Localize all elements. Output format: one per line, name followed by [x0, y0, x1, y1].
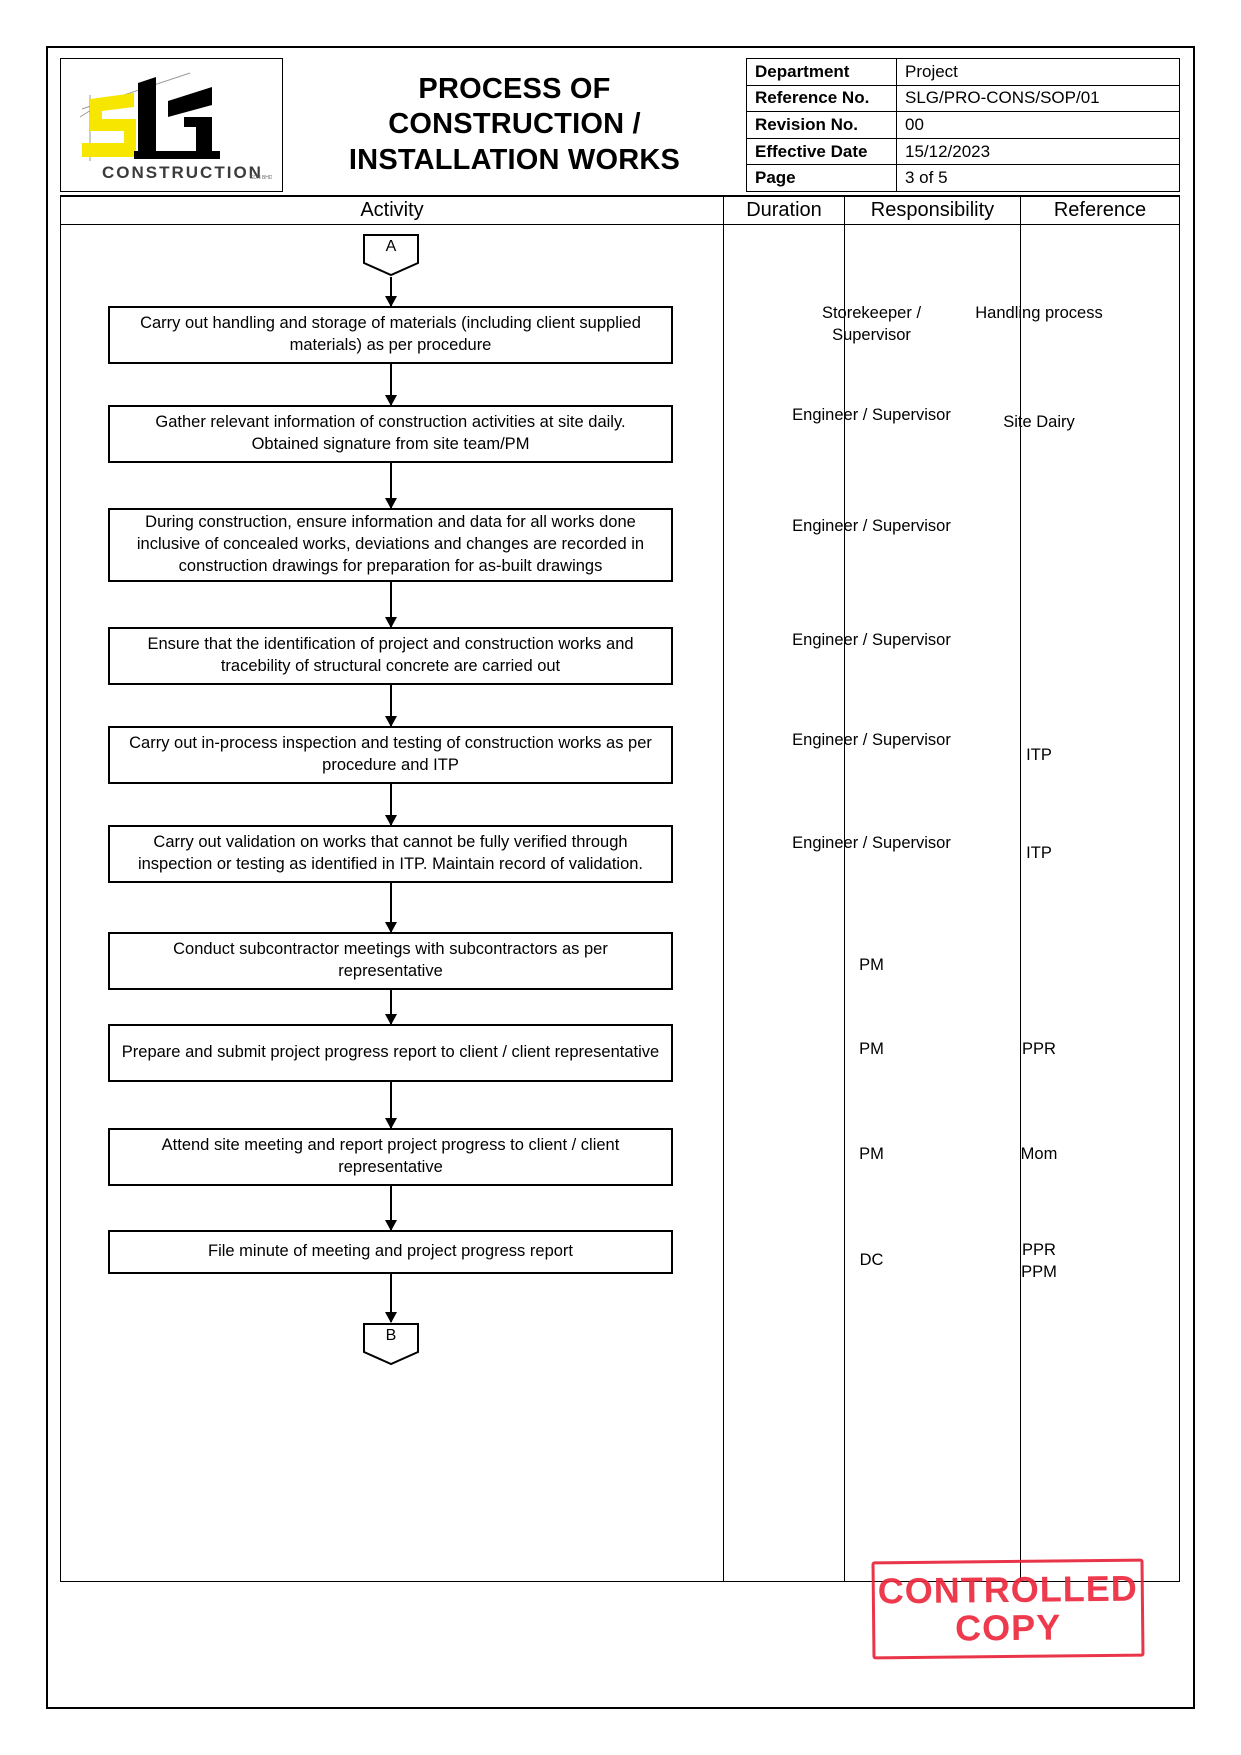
svg-text:SDN BHD: SDN BHD — [250, 175, 272, 181]
slg-construction-logo-icon: CONSTRUCTION SDN BHD — [72, 65, 272, 185]
title-line-3: INSTALLATION WORKS — [348, 143, 681, 176]
connector-b-shape — [362, 1322, 420, 1366]
responsibility-step-7: PM — [859, 956, 884, 974]
responsibility-step-6: Engineer / Supervisor — [792, 834, 951, 852]
flow-step-5: Carry out in-process inspection and test… — [108, 726, 673, 784]
reference-step-9: Mom — [1020, 1145, 1058, 1163]
arrow-step-9-to-10 — [385, 1186, 397, 1231]
meta-row-department: Department Project — [746, 58, 1180, 86]
responsibility-step-9: PM — [859, 1145, 884, 1163]
meta-row-reference-no: Reference No. SLG/PRO-CONS/SOP/01 — [746, 84, 1180, 113]
arrow-step-2-to-3 — [385, 463, 397, 509]
arrow-step-3-to-4 — [385, 582, 397, 628]
flow-step-6: Carry out validation on works that canno… — [108, 825, 673, 883]
column-divider-activity-duration — [723, 225, 724, 1581]
meta-value-reference-no: SLG/PRO-CONS/SOP/01 — [896, 84, 1180, 113]
svg-text:CONSTRUCTION: CONSTRUCTION — [102, 163, 263, 182]
reference-step-2: Site Dairy — [1003, 413, 1075, 431]
meta-key-department: Department — [746, 58, 897, 86]
meta-key-page: Page — [746, 164, 897, 192]
arrow-a-to-step-1 — [385, 277, 397, 307]
flow-step-9: Attend site meeting and report project p… — [108, 1128, 673, 1186]
company-logo-cell: CONSTRUCTION SDN BHD — [60, 58, 283, 192]
connector-b-label: B — [385, 1327, 397, 1344]
meta-key-reference-no: Reference No. — [746, 84, 897, 113]
stamp-line-1: CONTROLLED — [877, 1567, 1138, 1612]
table-column-headers: Activity Duration Responsibility Referen… — [60, 195, 1180, 225]
meta-row-effective-date: Effective Date 15/12/2023 — [746, 137, 1180, 166]
meta-row-page: Page 3 of 5 — [746, 164, 1180, 192]
responsibility-step-2: Engineer / Supervisor — [792, 406, 951, 424]
stamp-line-2: COPY — [954, 1606, 1062, 1649]
arrow-step-1-to-2 — [385, 364, 397, 406]
reference-step-1: Handling process — [975, 304, 1103, 322]
title-line-2: CONSTRUCTION / — [388, 108, 641, 141]
flowchart: A Carry out handling and storage of mate… — [60, 225, 723, 1582]
connector-a-label: A — [385, 238, 397, 255]
reference-step-10: PPR PPM — [960, 1240, 1118, 1284]
flow-step-10: File minute of meeting and project progr… — [108, 1230, 673, 1274]
column-divider-duration-responsibility — [844, 225, 845, 1581]
arrow-step-7-to-8 — [385, 990, 397, 1025]
responsibility-step-3: Engineer / Supervisor — [792, 517, 951, 535]
flow-step-8: Prepare and submit project progress repo… — [108, 1024, 673, 1082]
reference-step-10-line-1: PPR — [1022, 1241, 1056, 1259]
column-header-reference: Reference — [1053, 199, 1147, 221]
meta-value-effective-date: 15/12/2023 — [896, 137, 1180, 166]
responsibility-step-5: Engineer / Supervisor — [792, 731, 951, 749]
column-header-duration: Duration — [724, 197, 845, 224]
document-header: CONSTRUCTION SDN BHD PROCESS OF CONSTRUC… — [60, 58, 1180, 192]
column-header-responsibility: Responsibility — [845, 197, 1021, 224]
flow-step-4: Ensure that the identification of projec… — [108, 627, 673, 685]
meta-value-revision-no: 00 — [896, 111, 1180, 139]
responsibility-step-4: Engineer / Supervisor — [792, 631, 951, 649]
responsibility-step-1: Storekeeper / Supervisor — [821, 304, 922, 344]
arrow-step-10-to-b — [385, 1274, 397, 1323]
reference-step-10-line-2: PPM — [1021, 1262, 1057, 1281]
arrow-step-6-to-7 — [385, 883, 397, 933]
meta-value-page: 3 of 5 — [896, 164, 1180, 192]
flow-step-2: Gather relevant information of construct… — [108, 405, 673, 463]
page-border — [46, 46, 1195, 1709]
reference-step-6: ITP — [1026, 844, 1052, 862]
page-title: PROCESS OF CONSTRUCTION / INSTALLATION W… — [349, 72, 680, 178]
arrow-step-8-to-9 — [385, 1082, 397, 1129]
document-meta-table: Department Project Reference No. SLG/PRO… — [746, 58, 1180, 192]
flow-step-7: Conduct subcontractor meetings with subc… — [108, 932, 673, 990]
meta-row-revision-no: Revision No. 00 — [746, 111, 1180, 139]
arrow-step-4-to-5 — [385, 685, 397, 727]
reference-step-5: ITP — [1026, 746, 1052, 764]
arrow-step-5-to-6 — [385, 784, 397, 826]
meta-key-revision-no: Revision No. — [746, 111, 897, 139]
meta-value-department: Project — [896, 58, 1180, 86]
reference-step-8: PPR — [1022, 1040, 1056, 1058]
table-body-grid — [60, 225, 1180, 1582]
responsibility-step-8: PM — [859, 1040, 884, 1058]
flow-step-3: During construction, ensure information … — [108, 508, 673, 582]
responsibility-step-10: DC — [859, 1251, 884, 1269]
flow-step-1: Carry out handling and storage of materi… — [108, 306, 673, 364]
column-divider-responsibility-reference — [1020, 225, 1021, 1581]
connector-a-shape — [362, 233, 420, 277]
document-title-cell: PROCESS OF CONSTRUCTION / INSTALLATION W… — [283, 58, 746, 192]
controlled-copy-stamp: CONTROLLED COPY — [871, 1558, 1145, 1660]
column-header-activity: Activity — [61, 197, 724, 224]
title-line-1: PROCESS OF — [418, 72, 611, 105]
meta-key-effective-date: Effective Date — [746, 137, 897, 166]
